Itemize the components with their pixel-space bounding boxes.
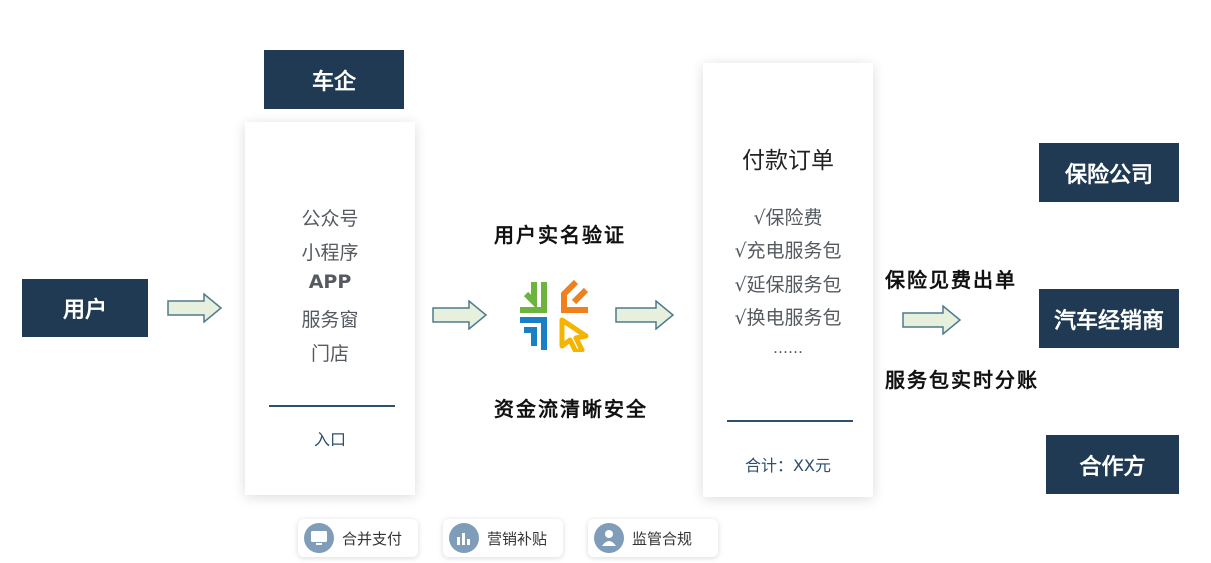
insurance-label: 保险公司 bbox=[1064, 162, 1153, 188]
payment-logo-icon bbox=[520, 280, 589, 352]
entry-item: 服务窗 bbox=[301, 309, 359, 331]
feature-label: 营销补贴 bbox=[487, 529, 548, 548]
car-company-node: 车企 bbox=[264, 50, 404, 109]
order-item: √延保服务包 bbox=[734, 274, 842, 296]
feature-compliance: 监管合规 bbox=[588, 519, 718, 557]
feature-label: 合并支付 bbox=[342, 529, 403, 548]
entry-item: 小程序 bbox=[301, 242, 359, 264]
insurance-node: 保险公司 bbox=[1039, 143, 1179, 202]
entry-item: APP bbox=[308, 271, 352, 293]
partner-label: 合作方 bbox=[1079, 454, 1146, 480]
entry-card: 公众号 小程序 APP 服务窗 门店 入口 bbox=[245, 122, 415, 495]
order-item: √换电服务包 bbox=[734, 307, 842, 329]
order-item: …… bbox=[773, 339, 803, 357]
user-node-label: 用户 bbox=[62, 298, 107, 323]
arrow-right-icon bbox=[432, 300, 488, 330]
entry-footer: 入口 bbox=[313, 430, 346, 449]
entry-item: 门店 bbox=[310, 343, 349, 365]
arrow-right-icon bbox=[902, 305, 962, 335]
dealer-node: 汽车经销商 bbox=[1039, 289, 1179, 348]
order-divider bbox=[727, 420, 853, 422]
bar-chart-icon bbox=[449, 523, 479, 553]
arrow-right-icon bbox=[615, 300, 675, 330]
order-item: √充电服务包 bbox=[734, 240, 842, 262]
user-node: 用户 bbox=[22, 279, 148, 337]
fund-flow-label: 资金流清晰安全 bbox=[494, 397, 648, 421]
order-title: 付款订单 bbox=[742, 148, 834, 174]
feature-marketing-subsidy: 营销补贴 bbox=[443, 519, 563, 557]
split-settlement-label: 服务包实时分账 bbox=[885, 368, 1039, 392]
entry-item: 公众号 bbox=[301, 208, 359, 230]
dealer-label: 汽车经销商 bbox=[1053, 308, 1164, 334]
order-card: 付款订单 √保险费 √充电服务包 √延保服务包 √换电服务包 …… 合计：XX元 bbox=[703, 63, 873, 497]
order-footer: 合计：XX元 bbox=[745, 456, 831, 475]
insurance-billing-label: 保险见费出单 bbox=[885, 268, 1017, 292]
order-item: √保险费 bbox=[753, 207, 823, 229]
entry-divider bbox=[269, 405, 395, 407]
car-company-label: 车企 bbox=[311, 69, 356, 95]
verification-label: 用户实名验证 bbox=[494, 223, 626, 247]
person-icon bbox=[594, 523, 624, 553]
monitor-icon bbox=[304, 523, 334, 553]
feature-combined-payment: 合并支付 bbox=[298, 519, 418, 557]
partner-node: 合作方 bbox=[1046, 435, 1179, 494]
arrow-right-icon bbox=[167, 293, 223, 323]
feature-label: 监管合规 bbox=[632, 529, 693, 548]
